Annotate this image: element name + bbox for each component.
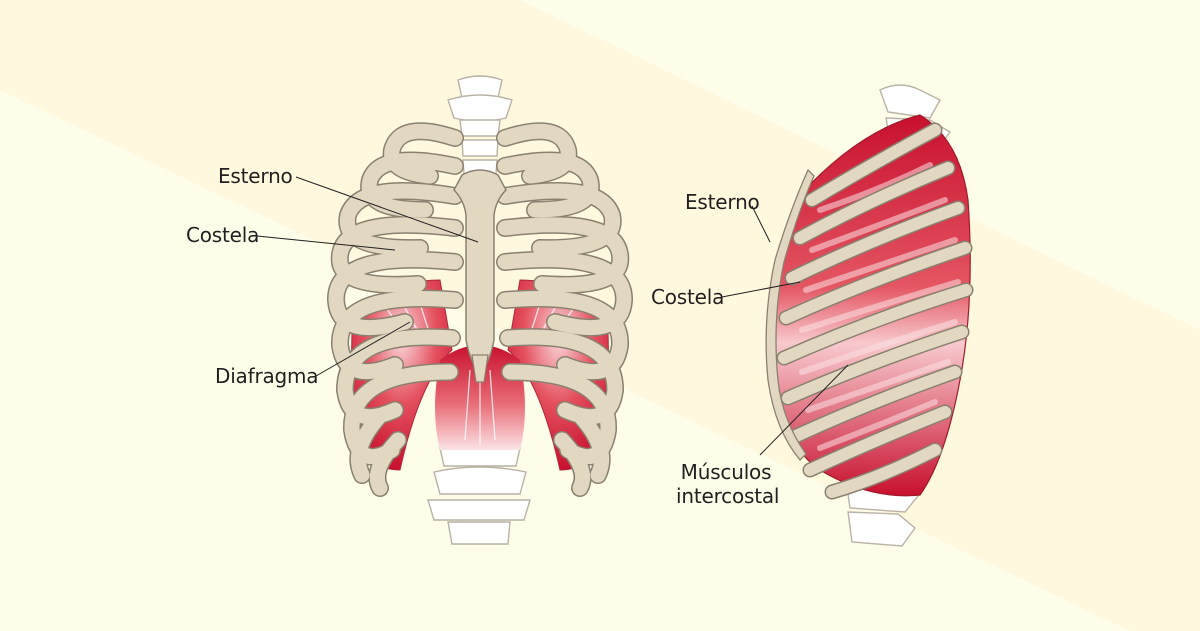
leader-side-esterno [751, 205, 771, 243]
leader-lines [256, 176, 849, 456]
label-front-esterno: Esterno [218, 164, 293, 188]
front-sternum [453, 169, 507, 377]
front-view-rib-cage [326, 75, 634, 545]
leader-front-esterno [295, 176, 479, 243]
label-side-esterno: Esterno [685, 190, 760, 214]
leader-front-diafragma [315, 321, 411, 377]
label-front-diafragma: Diafragma [215, 364, 319, 388]
front-ribs-right [496, 122, 634, 497]
leader-side-musculos [759, 364, 849, 456]
label-front-costela: Costela [186, 223, 260, 247]
side-sternum [765, 168, 815, 461]
side-ribs [776, 122, 974, 500]
side-view-rib-cage [765, 84, 974, 547]
leader-front-costela [256, 235, 396, 251]
front-ribs-left [326, 122, 464, 497]
label-side-costela: Costela [651, 285, 725, 309]
label-side-musculos-intercostal: Músculos intercostal [676, 460, 780, 508]
front-spine [427, 75, 531, 545]
front-xiphoid [471, 354, 489, 383]
leader-side-costela [721, 281, 801, 298]
side-muscle-highlights [799, 162, 961, 451]
